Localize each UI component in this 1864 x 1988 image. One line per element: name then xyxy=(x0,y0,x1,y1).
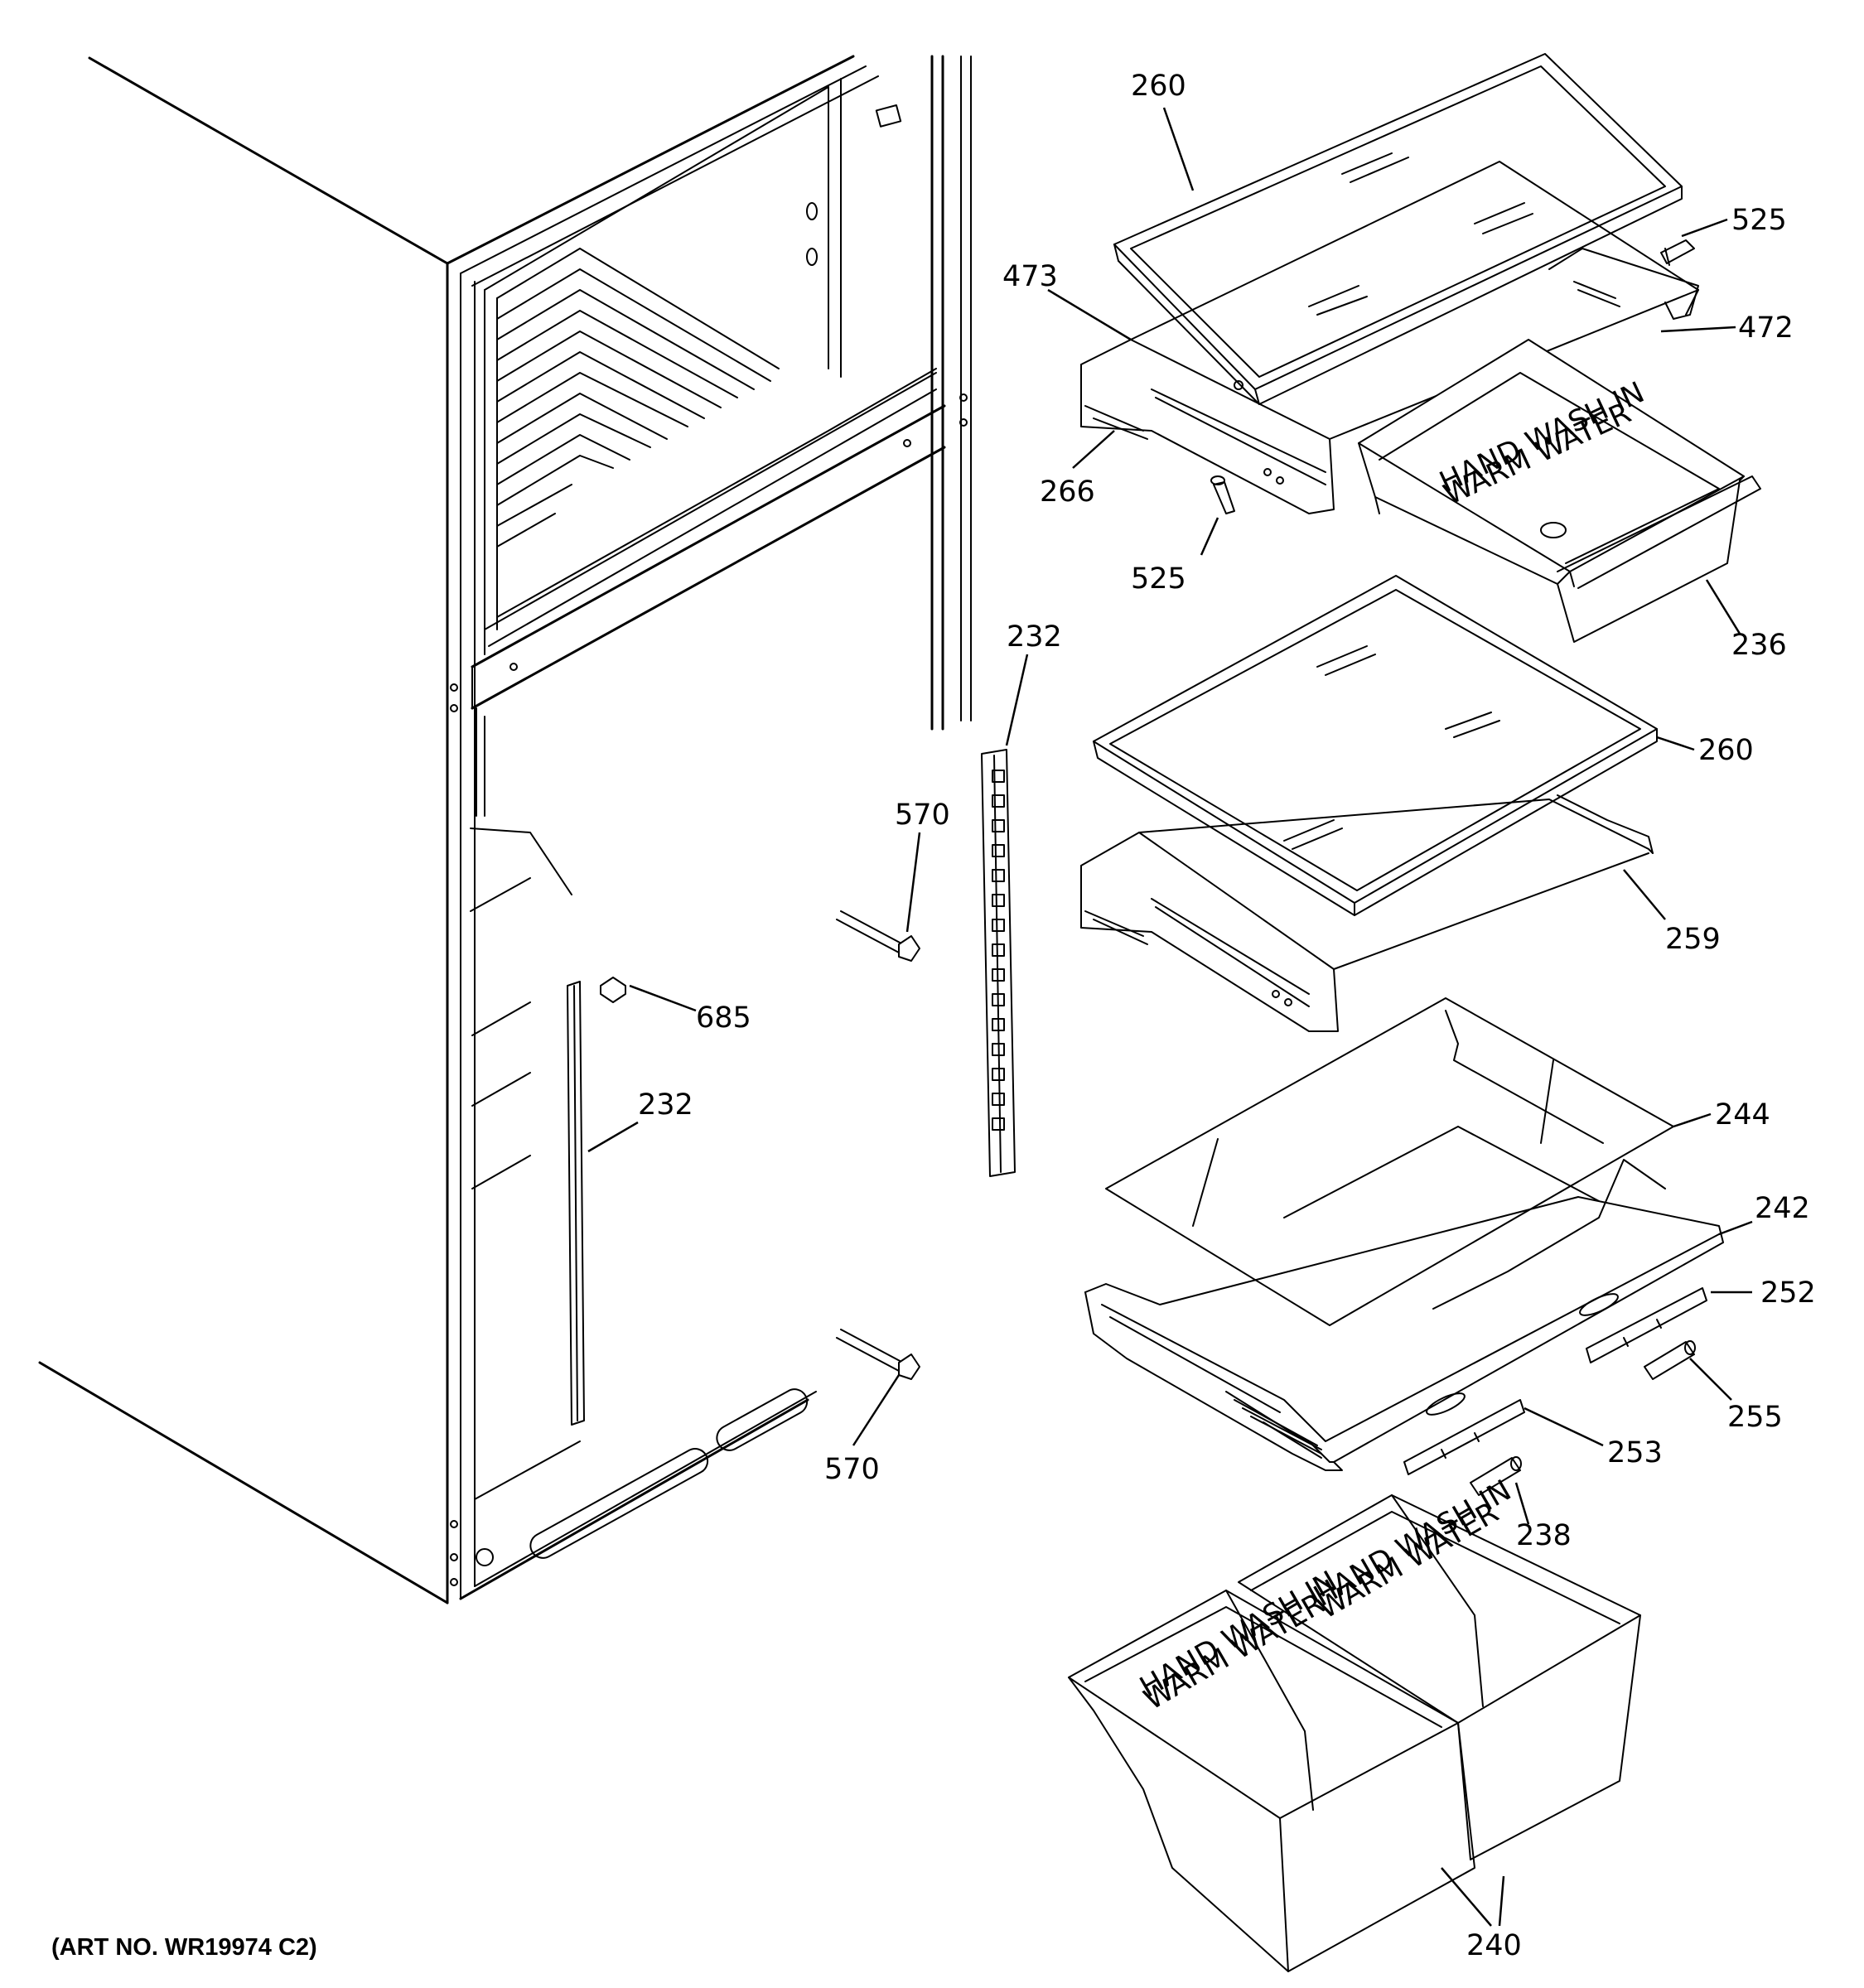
screw-570-top xyxy=(836,910,920,962)
screw-570-bottom xyxy=(836,1329,920,1380)
freezer-floor-ribs xyxy=(496,248,780,548)
callout-259: 259 xyxy=(1665,923,1721,956)
callout-242: 242 xyxy=(1755,1192,1810,1225)
callout-244: 244 xyxy=(1715,1098,1770,1132)
callout-685: 685 xyxy=(696,1001,751,1035)
tube-255 xyxy=(1644,1340,1696,1380)
screw-685 xyxy=(600,977,626,1003)
callout-260-top: 260 xyxy=(1131,70,1186,103)
refrigerator-cabinet xyxy=(38,55,972,1604)
crisper-frame-242 xyxy=(1084,1010,1724,1471)
callout-232-left: 232 xyxy=(638,1088,693,1122)
drawer-236: HAND WASH IN WARM WATER xyxy=(1358,339,1761,643)
callout-252: 252 xyxy=(1760,1276,1816,1310)
callout-232-right: 232 xyxy=(1007,620,1062,654)
callout-266: 266 xyxy=(1040,475,1095,509)
callout-236: 236 xyxy=(1731,629,1787,662)
bracket-472 xyxy=(1548,248,1699,320)
callout-472: 472 xyxy=(1738,311,1794,345)
callout-labels: 260 525 473 472 266 525 236 232 260 570 … xyxy=(638,70,1816,1962)
screw-525-bottom xyxy=(1210,475,1235,514)
callout-570-top: 570 xyxy=(895,799,950,832)
shelf-frame-259 xyxy=(1080,794,1654,1032)
callout-570-bottom: 570 xyxy=(824,1453,880,1486)
callout-473: 473 xyxy=(1002,260,1058,293)
leader-lines xyxy=(587,107,1753,1927)
art-number: (ART NO. WR19974 C2) xyxy=(51,1934,317,1961)
callout-238: 238 xyxy=(1516,1519,1572,1552)
bracket-253 xyxy=(1403,1399,1525,1475)
glass-shelf-middle xyxy=(1093,575,1658,916)
shelf-ladder-232-left xyxy=(567,981,585,1426)
callout-253: 253 xyxy=(1607,1436,1663,1469)
glass-shelf-top xyxy=(1113,53,1683,405)
tube-238 xyxy=(1470,1456,1522,1496)
callout-260-mid: 260 xyxy=(1698,734,1754,767)
callout-525-top: 525 xyxy=(1731,204,1787,237)
bracket-252 xyxy=(1586,1287,1707,1363)
callout-240: 240 xyxy=(1466,1929,1522,1962)
screw-525-top xyxy=(1660,239,1695,266)
crisper-drawers-240: HAND WASH IN WARM WATER HAND WASH IN WAR… xyxy=(1068,1474,1641,1972)
callout-255: 255 xyxy=(1727,1401,1783,1434)
shelf-ladder-232-right xyxy=(981,749,1016,1177)
callout-525-bottom: 525 xyxy=(1131,562,1186,596)
